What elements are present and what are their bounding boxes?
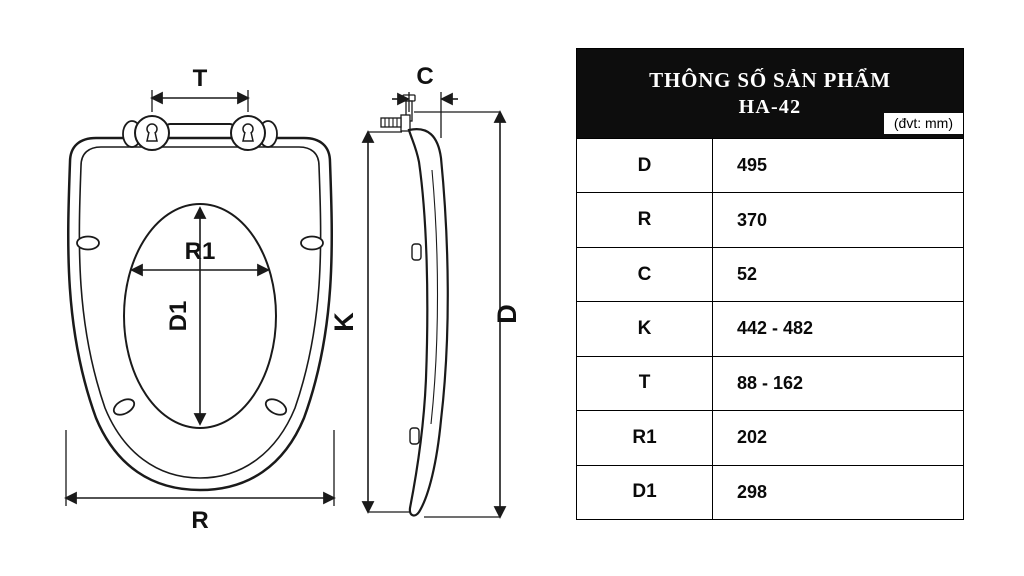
hinge-right [230, 115, 278, 151]
dim-label-r: R [191, 507, 208, 534]
spec-row: R 370 [577, 192, 963, 247]
bolt-threads [384, 118, 398, 127]
front-view: T R1 D1 R [64, 65, 336, 534]
value-cell: 370 [737, 209, 768, 230]
spec-row: D1 298 [577, 464, 963, 519]
param-cell: R1 [577, 411, 713, 465]
side-view: C K D [329, 63, 522, 519]
value-cell: 495 [737, 155, 768, 176]
dim-label-t: T [193, 65, 208, 92]
spec-row: C 52 [577, 246, 963, 302]
seat-inner-outline [78, 146, 322, 479]
dimension-d1: D1 [165, 206, 207, 426]
bumper-bottom-left [112, 398, 136, 416]
table-header: THÔNG SỐ SẢN PHẨM HA-42 (đvt: mm) [577, 49, 963, 138]
value-cell: 202 [737, 427, 768, 448]
value-cell: 442 - 482 [737, 318, 814, 339]
param-cell: C [577, 247, 713, 302]
dimension-k: K [329, 130, 410, 514]
value-cell: 88 - 162 [737, 372, 804, 393]
param-cell: K [577, 302, 713, 356]
unit-note: (đvt: mm) [883, 113, 963, 134]
bumper-top-left [76, 235, 100, 251]
bumper-slots [76, 235, 324, 416]
spec-row: R1 202 [577, 410, 963, 465]
dimension-d: D [414, 110, 522, 519]
table-model: HA-42 [738, 96, 802, 118]
param-cell: R [577, 193, 713, 247]
param-cell: D [577, 139, 713, 193]
bolt-shaft [380, 117, 402, 128]
dimension-c: C [392, 63, 458, 138]
technical-drawing: T R1 D1 R [64, 63, 522, 534]
bumper-top-right [300, 235, 324, 251]
dimension-r: R [64, 430, 336, 534]
bolt-nut [400, 114, 411, 132]
hinge-left [122, 115, 170, 151]
spec-row: K 442 - 482 [577, 301, 963, 356]
seat-profile-contour [430, 169, 439, 425]
dim-label-k: K [329, 312, 359, 332]
value-cell: 52 [737, 264, 758, 285]
spec-row: D 495 [577, 138, 963, 193]
param-cell: T [577, 356, 713, 411]
bumper-bottom-right [264, 398, 288, 416]
profile-bumper-lower [409, 427, 420, 445]
dimension-t: T [150, 65, 250, 112]
spec-row: T 88 - 162 [577, 355, 963, 411]
param-cell: D1 [577, 465, 713, 519]
table-title: THÔNG SỐ SẢN PHẨM [649, 68, 891, 92]
hinge-left-slot [146, 131, 158, 142]
seat-profile [407, 128, 449, 517]
dim-label-c: C [416, 63, 433, 90]
hinge-bolt [380, 94, 416, 132]
dim-label-d1: D1 [165, 301, 192, 332]
seat-ring-opening [123, 203, 277, 429]
profile-bumper-upper [411, 243, 422, 261]
hinge-right-slot [242, 131, 254, 142]
value-cell: 298 [737, 481, 768, 502]
dim-label-d: D [492, 304, 522, 324]
